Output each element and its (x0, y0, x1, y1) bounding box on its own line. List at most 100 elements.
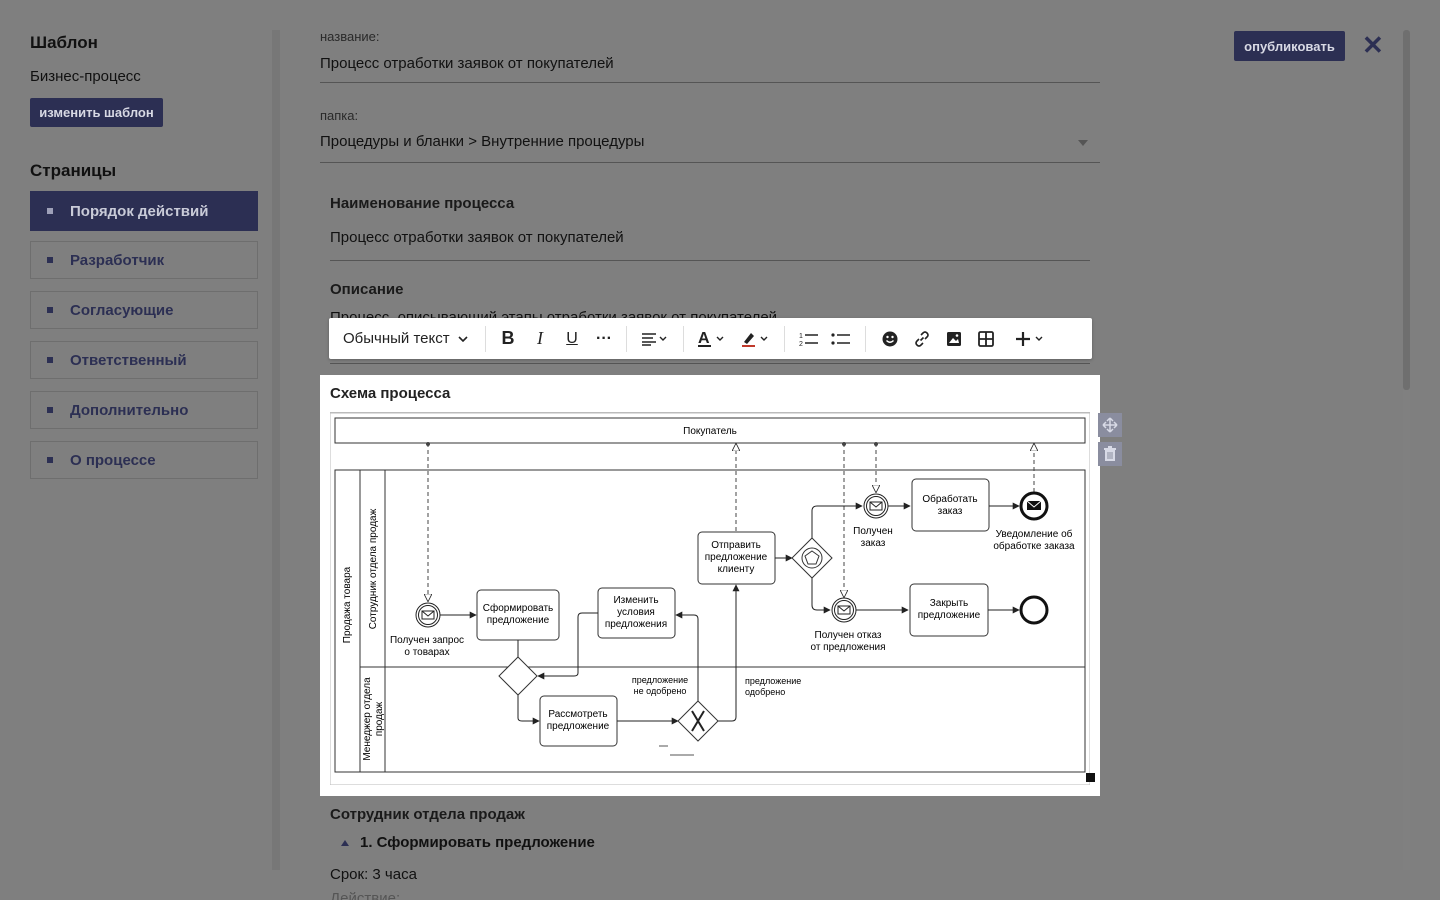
description-text[interactable]: Процесс, описывающий этапы отработки зая… (330, 309, 778, 318)
triangle-up-icon (341, 839, 349, 846)
ev-reject-label-2: от предложения (810, 642, 885, 653)
toolbar-separator (784, 325, 785, 352)
lane-manager-label-1: Менеджер отдела (362, 677, 373, 761)
task-process-label-2: заказ (938, 506, 963, 517)
sidebar-item-label: Ответственный (70, 351, 187, 369)
name-label: название: (320, 29, 380, 44)
sidebar-item-additional[interactable]: Дополнительно (30, 391, 258, 429)
folder-select[interactable]: Процедуры и бланки > Внутренние процедур… (320, 133, 645, 150)
task-process-order (911, 478, 990, 532)
sidebar-divider (272, 30, 280, 870)
folder-label: папка: (320, 108, 359, 123)
name-underline (320, 82, 1100, 83)
task-change-label-2: условия (617, 607, 655, 618)
trash-icon[interactable] (1098, 442, 1122, 466)
task-close-label-1: Закрыть (930, 598, 969, 609)
sidebar: Шаблон Бизнес-процесс изменить шаблон Ст… (0, 0, 272, 870)
sidebar-item-label: Порядок действий (70, 202, 209, 220)
emoji-icon[interactable] (874, 324, 906, 354)
ev-order-label-1: Получен (853, 526, 893, 537)
task-review-label-2: предложение (547, 721, 610, 732)
sidebar-item-responsible[interactable]: Ответственный (30, 341, 258, 379)
task-send-label-3: клиенту (718, 564, 755, 575)
event-rejection-received (831, 597, 857, 623)
diagram-title: Схема процесса (330, 385, 451, 402)
end-event-close (1019, 595, 1049, 625)
pool-sales-label: Продажа товара (342, 566, 353, 643)
pool-customer-label: Покупатель (683, 426, 737, 437)
start-event-request (415, 602, 441, 628)
bullet-icon (47, 208, 53, 214)
underline-icon[interactable]: U (566, 329, 578, 347)
bullet-icon (47, 257, 53, 263)
insert-plus-icon[interactable] (1008, 324, 1052, 354)
lane-manager-label-2: продаж (374, 701, 385, 736)
scrollbar-track[interactable] (1403, 30, 1410, 870)
description-underline (330, 363, 1090, 364)
pool-customer (334, 417, 1086, 444)
sidebar-item-label: Согласующие (70, 301, 174, 319)
process-name-underline (330, 260, 1090, 261)
sidebar-item-about[interactable]: О процессе (30, 441, 258, 479)
move-icon[interactable] (1098, 413, 1122, 437)
ev-notify-label-1: Уведомление об (996, 528, 1073, 540)
approved-label-2: одобрено (745, 687, 785, 697)
ev-request-label-2: о товарах (404, 647, 449, 658)
close-icon[interactable]: ✕ (1362, 30, 1384, 60)
task-form-label-1: Сформировать (483, 602, 554, 614)
process-name-input[interactable]: Процесс отработки заявок от покупателей (330, 229, 624, 246)
sidebar-item-approvers[interactable]: Согласующие (30, 291, 258, 329)
svg-text:1: 1 (799, 333, 803, 340)
toolbar-separator (626, 325, 627, 352)
name-input[interactable]: Процесс отработки заявок от покупателей (320, 55, 614, 72)
task-review-label-1: Рассмотреть (548, 709, 607, 720)
task-send-label-2: предложение (705, 552, 768, 563)
toolbar-separator (485, 325, 486, 352)
bold-icon[interactable]: B (501, 328, 515, 348)
role-title: Сотрудник отдела продаж (330, 806, 525, 823)
text-color-icon[interactable]: A (690, 324, 734, 354)
template-title: Шаблон (30, 33, 98, 52)
highlight-icon[interactable] (734, 324, 778, 354)
more-icon[interactable]: ··· (596, 329, 612, 347)
chevron-down-icon[interactable] (1078, 140, 1088, 146)
task-close-label-2: предложение (918, 610, 981, 621)
sidebar-item-label: Дополнительно (70, 401, 189, 419)
svg-text:2: 2 (799, 341, 803, 347)
align-icon[interactable] (633, 324, 677, 354)
image-icon[interactable] (938, 324, 970, 354)
step-toggle[interactable]: 1. Сформировать предложение (340, 834, 595, 851)
toolbar-separator (683, 325, 684, 352)
bpmn-diagram[interactable]: Покупатель Продажа товара Сотрудник отде… (330, 413, 1090, 785)
sidebar-item-developer[interactable]: Разработчик (30, 241, 258, 279)
chevron-down-icon (458, 335, 468, 342)
change-template-button[interactable]: изменить шаблон (30, 98, 163, 127)
paragraph-style-dropdown[interactable]: Обычный текст (329, 324, 469, 354)
action-label: Действие: (330, 890, 401, 900)
paragraph-style-label: Обычный текст (343, 330, 450, 347)
event-order-received (863, 493, 889, 519)
folder-underline (320, 162, 1100, 163)
bullet-icon (47, 407, 53, 413)
not-approved-label-1: предложение (632, 675, 688, 685)
table-icon[interactable] (970, 324, 1002, 354)
publish-button[interactable]: опубликовать (1234, 31, 1345, 61)
step-title: 1. Сформировать предложение (360, 834, 595, 851)
not-approved-label-2: не одобрено (634, 686, 687, 696)
bullet-list-icon[interactable] (825, 324, 857, 354)
ev-request-label-1: Получен запрос (390, 635, 464, 646)
approved-label-1: предложение (745, 676, 801, 686)
task-form-label-2: предложение (487, 615, 550, 626)
link-icon[interactable] (906, 324, 938, 354)
description-title: Описание (330, 281, 404, 298)
italic-icon[interactable]: I (537, 328, 543, 348)
sidebar-item-actions[interactable]: Порядок действий (30, 191, 258, 231)
lane-sales-label: Сотрудник отдела продаж (368, 508, 379, 629)
template-type: Бизнес-процесс (30, 68, 141, 85)
task-change-label-3: предложения (605, 619, 667, 630)
resize-handle[interactable] (1086, 773, 1095, 782)
pages-title: Страницы (30, 161, 117, 180)
scrollbar-thumb[interactable] (1403, 30, 1410, 390)
